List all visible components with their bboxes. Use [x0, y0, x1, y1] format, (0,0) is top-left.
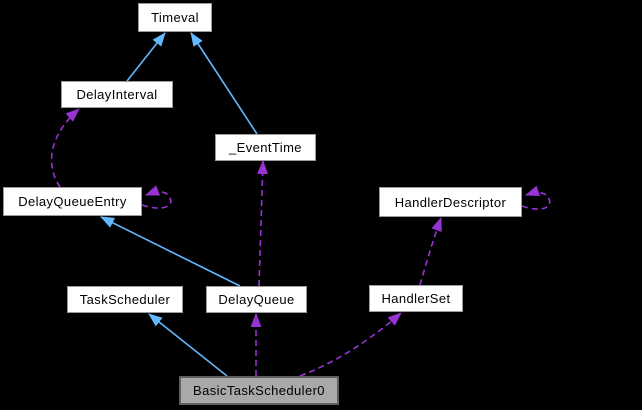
edge-eventtime-inherits-timeval	[190, 32, 258, 135]
node-basictaskscheduler0[interactable]: BasicTaskScheduler0	[179, 376, 339, 405]
node-delayqueueentry[interactable]: DelayQueueEntry	[3, 187, 142, 216]
edge-delayqueueentry-self-loop	[141, 185, 172, 209]
node-delayinterval[interactable]: DelayInterval	[61, 81, 173, 108]
edge-delayqueue-inherits-delayqueueentry	[100, 216, 241, 287]
node-handlerset[interactable]: HandlerSet	[369, 285, 463, 312]
node-handlerdescriptor[interactable]: HandlerDescriptor	[379, 187, 522, 217]
edge-basictaskscheduler0-inherits-taskscheduler	[148, 313, 228, 377]
edge-basictaskscheduler0-uses-handlerset	[299, 312, 402, 377]
node-taskscheduler[interactable]: TaskScheduler	[67, 286, 183, 313]
edge-delayinterval-inherits-timeval	[126, 32, 166, 82]
edge-delayqueue-uses-eventtime	[257, 160, 269, 287]
node-timeval[interactable]: Timeval	[138, 3, 212, 32]
node-eventtime[interactable]: _EventTime	[215, 134, 316, 161]
edge-handlerset-uses-handlerdescriptor	[419, 217, 442, 286]
edge-delayqueueentry-uses-delayinterval	[50, 108, 80, 188]
edge-handlerdescriptor-self-loop	[521, 185, 551, 210]
node-delayqueue[interactable]: DelayQueue	[206, 286, 307, 313]
